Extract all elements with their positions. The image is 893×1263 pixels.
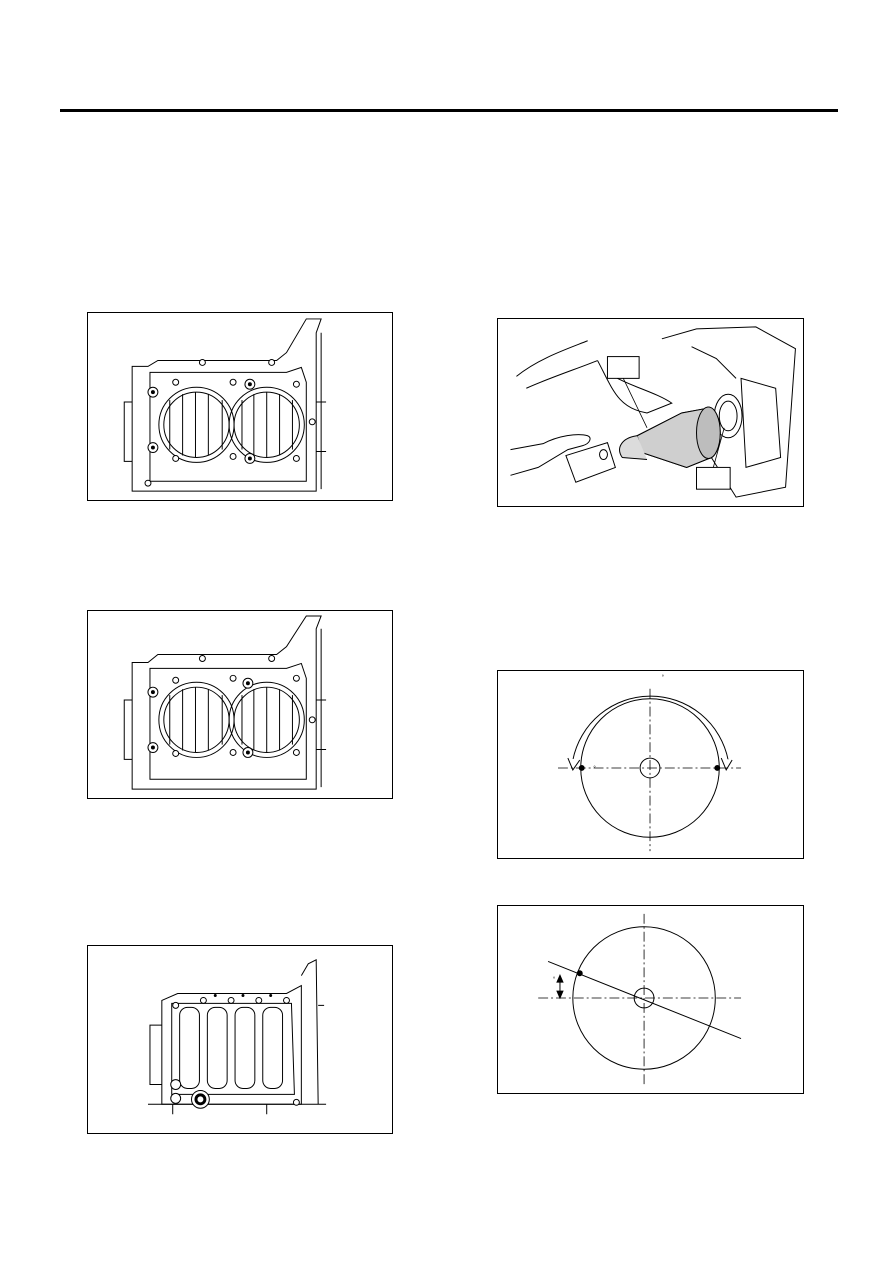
header-rule xyxy=(60,109,838,112)
crankcase-illustration xyxy=(147,959,327,1115)
cylinder-block-illustration-2 xyxy=(123,615,327,790)
callout-box-2 xyxy=(696,466,731,490)
figure-crankcase-journals xyxy=(87,945,393,1134)
angle-mark: ° xyxy=(553,977,556,983)
callout-box-1 xyxy=(606,356,640,379)
rotation-start-mark: ° xyxy=(593,766,596,772)
rotation-point-right xyxy=(714,764,721,771)
cylinder-block-illustration-1 xyxy=(123,318,327,492)
rotation-point-left xyxy=(578,764,585,771)
angle-diagram: ° xyxy=(538,913,742,1087)
figure-cylinder-block-2 xyxy=(87,610,393,799)
rotation-angle-mark: ° xyxy=(662,675,665,681)
angle-point xyxy=(576,970,583,977)
rotation-diagram: ° ° xyxy=(557,675,742,852)
figure-rotation-diagram: ° ° xyxy=(497,670,804,859)
figure-angle-diagram: ° xyxy=(497,905,804,1094)
figure-cylinder-block-1 xyxy=(87,312,393,501)
seal-installer-illustration xyxy=(510,326,796,498)
figure-seal-installer xyxy=(497,318,804,507)
